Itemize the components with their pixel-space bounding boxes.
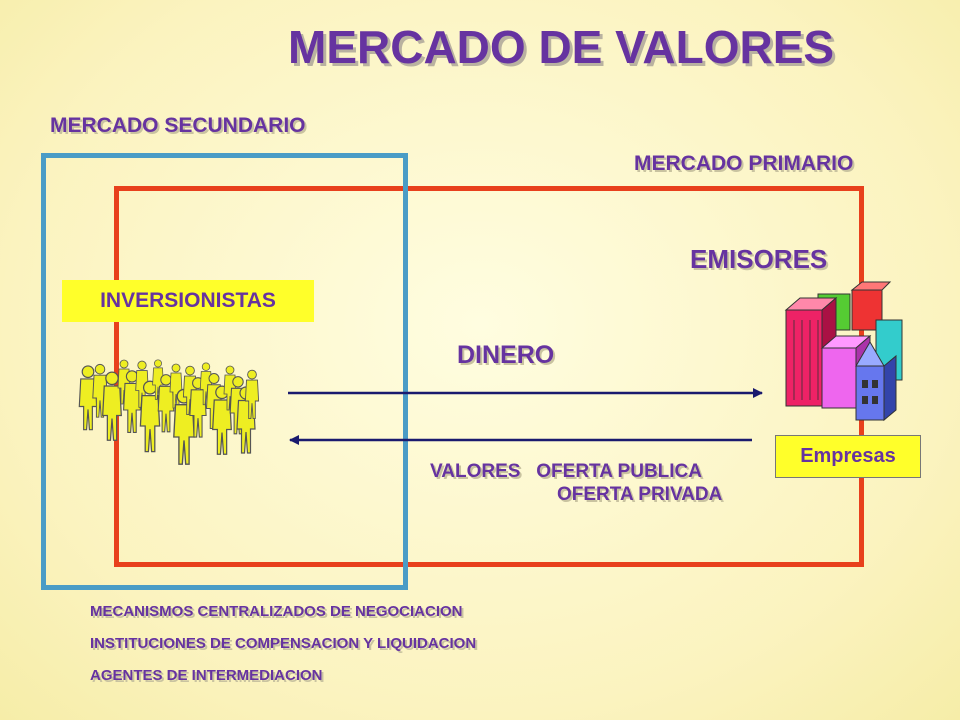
- secondary-market-box: [41, 153, 408, 590]
- secondary-market-label: MERCADO SECUNDARIO: [50, 114, 306, 137]
- money-label: DINERO: [457, 341, 555, 369]
- mechanisms-list: MECANISMOS CENTRALIZADOS DE NEGOCIACION …: [90, 596, 476, 692]
- list-item: MECANISMOS CENTRALIZADOS DE NEGOCIACION: [90, 603, 463, 620]
- buildings-icon: [784, 281, 903, 422]
- list-item: INSTITUCIONES DE COMPENSACION Y LIQUIDAC…: [90, 635, 477, 652]
- public-offer-label: OFERTA PUBLICA: [536, 461, 702, 482]
- crowd-icon: [78, 359, 260, 465]
- securities-row-2: OFERTA PRIVADA: [430, 483, 722, 506]
- list-item: AGENTES DE INTERMEDIACION: [90, 667, 323, 684]
- investors-tag: INVERSIONISTAS: [62, 280, 314, 322]
- primary-market-label: MERCADO PRIMARIO: [634, 152, 854, 175]
- issuers-label: EMISORES: [690, 244, 828, 274]
- securities-label-group: VALORES OFERTA PUBLICA OFERTA PRIVADA: [430, 460, 722, 506]
- securities-row-1: VALORES OFERTA PUBLICA: [430, 460, 722, 483]
- private-offer-label: OFERTA PRIVADA: [557, 484, 723, 505]
- page-title: MERCADO DE VALORES: [288, 21, 835, 73]
- companies-tag: Empresas: [775, 435, 921, 478]
- securities-label: VALORES: [430, 461, 521, 482]
